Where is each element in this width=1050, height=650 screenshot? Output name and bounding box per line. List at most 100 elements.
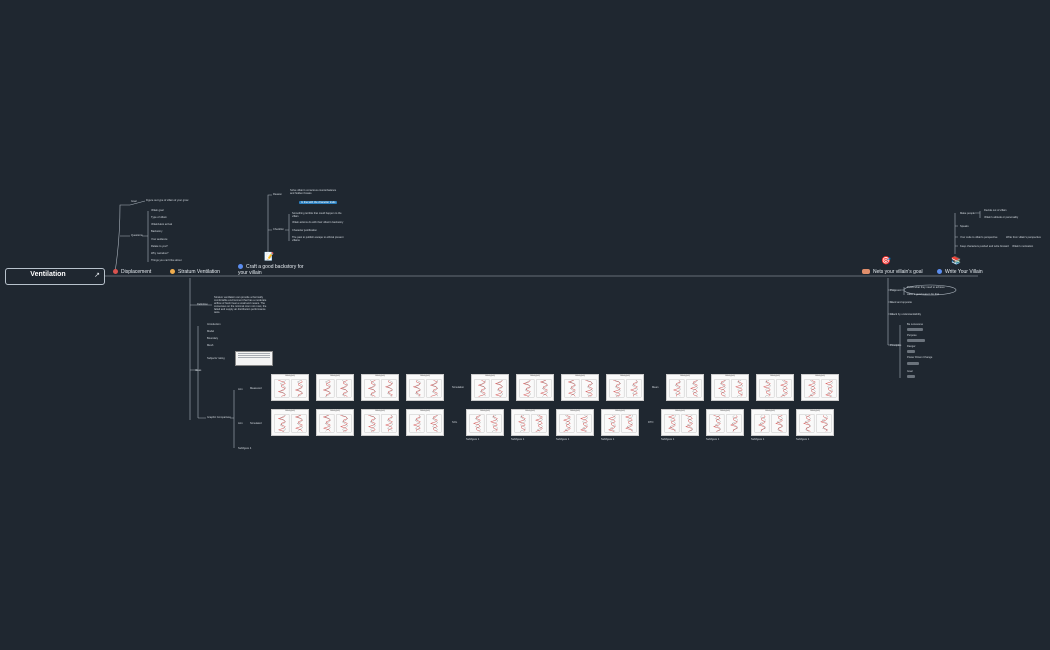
displacement-goal-child[interactable]: Figure out type of villain of your grow xyxy=(146,199,189,202)
plot-thumbnail[interactable]: Velocity (m/s) xyxy=(756,374,794,401)
topic-displacement[interactable]: Displacement xyxy=(113,269,151,275)
backstory-highlight[interactable]: In line with the character traits xyxy=(299,201,338,204)
stratum-ideas[interactable]: Ideas xyxy=(195,369,202,372)
plot-thumbnail[interactable]: Velocity (m/s) xyxy=(556,409,594,436)
question-item[interactable]: Why narrative? xyxy=(151,252,169,255)
principle-item[interactable]: Danger xyxy=(907,345,916,348)
goal-principles[interactable]: Principles xyxy=(890,344,902,347)
plot-thumbnail[interactable]: Velocity (m/s) xyxy=(601,409,639,436)
write-make-child[interactable]: Decide out of villain xyxy=(984,209,1007,212)
checklist-item[interactable]: Villain actions do with their villain's … xyxy=(292,221,344,224)
backstory-reason[interactable]: Reason xyxy=(273,193,282,196)
plot-thumbnail[interactable]: Velocity (m/s) xyxy=(316,409,354,436)
plot-caption: Subfigure 1 xyxy=(556,438,570,441)
row-label-bottom[interactable]: Arm xyxy=(238,422,243,425)
priority-marker-icon xyxy=(862,269,870,275)
topic-backstory[interactable]: Craft a good backstory for your villain xyxy=(238,264,308,276)
question-item[interactable]: Backstory xyxy=(151,230,163,233)
mid-label[interactable]: DTO xyxy=(648,421,654,424)
question-item[interactable]: Villain/Hero arrival xyxy=(151,223,172,226)
write-your-code-child[interactable]: Write from villain's perspective xyxy=(1006,236,1041,239)
plot-thumbnail[interactable]: Velocity (m/s) xyxy=(666,374,704,401)
progress-item[interactable]: Prove what they need to achieve xyxy=(907,286,945,289)
write-keep-child[interactable]: Villain's motivation xyxy=(1012,245,1034,248)
question-item[interactable]: Type of villain xyxy=(151,216,167,219)
checklist-item[interactable]: Character justification xyxy=(292,229,317,232)
mid-label[interactable]: SOL xyxy=(452,421,458,424)
mid-label[interactable]: Simulation xyxy=(452,386,465,389)
write-speaks[interactable]: Speaks xyxy=(960,225,969,228)
principle-chip xyxy=(907,339,925,342)
topic-write[interactable]: Write Your Villain xyxy=(937,269,983,275)
plot-thumbnail[interactable]: Velocity (m/s) xyxy=(466,409,504,436)
idea-item[interactable]: Introduction xyxy=(207,323,221,326)
plot-thumbnail[interactable]: Velocity (m/s) xyxy=(516,374,554,401)
subfigure-4-label[interactable]: Subfigure 4 xyxy=(238,447,252,450)
plot-thumbnail[interactable]: Velocity (m/s) xyxy=(361,409,399,436)
checklist-item[interactable]: The past to publish escape to ethical pr… xyxy=(292,236,344,242)
progress-item[interactable]: Have a good reason for that xyxy=(907,293,940,296)
plot-thumbnail[interactable]: Velocity (m/s) xyxy=(801,374,839,401)
idea-item[interactable]: Subjects' rating xyxy=(207,357,225,360)
plot-thumbnail[interactable]: Velocity (m/s) xyxy=(751,409,789,436)
topic-write-label: Write Your Villain xyxy=(945,269,983,275)
idea-item[interactable]: Mesh xyxy=(207,344,214,347)
plot-thumbnail[interactable]: Velocity (m/s) xyxy=(316,374,354,401)
plot-thumbnail[interactable]: Velocity (m/s) xyxy=(661,409,699,436)
write-make-child[interactable]: Villain's attitude or personality xyxy=(984,216,1019,219)
note-icon: 📝 xyxy=(264,252,274,261)
plot-title: Velocity (m/s) xyxy=(575,376,585,377)
plot-thumbnail[interactable]: Velocity (m/s) xyxy=(796,409,834,436)
plot-thumbnail[interactable]: Velocity (m/s) xyxy=(361,374,399,401)
backstory-reason-text[interactable]: Solve villain's conscious counterbalance… xyxy=(290,189,337,195)
plot-thumbnail[interactable]: Velocity (m/s) xyxy=(271,409,309,436)
plot-thumbnail[interactable]: Velocity (m/s) xyxy=(711,374,749,401)
plot-thumbnail[interactable]: Velocity (m/s) xyxy=(511,409,549,436)
mid-label[interactable]: Mean xyxy=(652,386,659,389)
displacement-questions[interactable]: Questions xyxy=(131,234,143,237)
write-keep-people[interactable]: Keep characters pushed and write forward xyxy=(960,245,1009,248)
plot-thumbnail[interactable]: Velocity (m/s) xyxy=(606,374,644,401)
plot-thumbnail[interactable]: Velocity (m/s) xyxy=(706,409,744,436)
goal-line[interactable]: Attack by understandability xyxy=(890,313,921,316)
plot-title: Velocity (m/s) xyxy=(530,376,540,377)
stratum-definition-text[interactable]: Stratum ventilation can provide a therma… xyxy=(214,296,267,314)
topic-stratum[interactable]: Stratum Ventilation xyxy=(170,269,220,275)
root-topic[interactable]: Ventilation ↗ xyxy=(5,268,105,285)
plot-thumbnail[interactable]: Velocity (m/s) xyxy=(561,374,599,401)
sub-label-simulated[interactable]: Simulated xyxy=(250,422,262,425)
question-item[interactable]: Relate to you? xyxy=(151,245,168,248)
write-make-people[interactable]: Make people xyxy=(960,212,975,215)
goal-progress[interactable]: Progress xyxy=(890,289,901,292)
principle-item[interactable]: Power Driven Change xyxy=(907,356,933,359)
plot-title: Velocity (m/s) xyxy=(285,376,295,377)
principle-item[interactable]: Purpose xyxy=(907,334,917,337)
plot-thumbnail[interactable]: Velocity (m/s) xyxy=(406,374,444,401)
plot-title: Velocity (m/s) xyxy=(675,411,685,412)
plot-thumbnail[interactable]: Velocity (m/s) xyxy=(471,374,509,401)
principle-item[interactable]: Goal xyxy=(907,370,913,373)
plot-thumbnail[interactable]: Velocity (m/s) xyxy=(271,374,309,401)
sub-label-measured[interactable]: Measured xyxy=(250,387,262,390)
displacement-goal[interactable]: Goal xyxy=(131,200,137,203)
ratings-table-image xyxy=(235,351,273,366)
checklist-item[interactable]: Something terrible that could happen to … xyxy=(292,212,342,218)
row-label-top[interactable]: Arm xyxy=(238,388,243,391)
question-item[interactable]: Your audience xyxy=(151,238,168,241)
question-item[interactable]: Villain goal xyxy=(151,209,164,212)
external-link-icon[interactable]: ↗ xyxy=(94,272,100,279)
backstory-checklist[interactable]: Checklist xyxy=(273,228,284,231)
idea-item[interactable]: Model xyxy=(207,330,215,333)
idea-item[interactable]: Boundary xyxy=(207,337,219,340)
orange-marker-icon xyxy=(170,269,175,275)
stratum-definition[interactable]: Definition xyxy=(197,303,208,306)
question-item[interactable]: Things you can't like about xyxy=(151,259,182,262)
plot-thumbnail[interactable]: Velocity (m/s) xyxy=(406,409,444,436)
principle-item[interactable]: Be Lonesome xyxy=(907,323,924,326)
goal-line[interactable]: Good and opposite xyxy=(890,301,912,304)
topic-goal[interactable]: Nets your villain's goal xyxy=(862,269,923,275)
graphic-comparison[interactable]: Graphic Comparison xyxy=(207,416,231,419)
plot-title: Velocity (m/s) xyxy=(420,411,430,412)
write-your-code[interactable]: Your code to villain's perspective xyxy=(960,236,998,239)
